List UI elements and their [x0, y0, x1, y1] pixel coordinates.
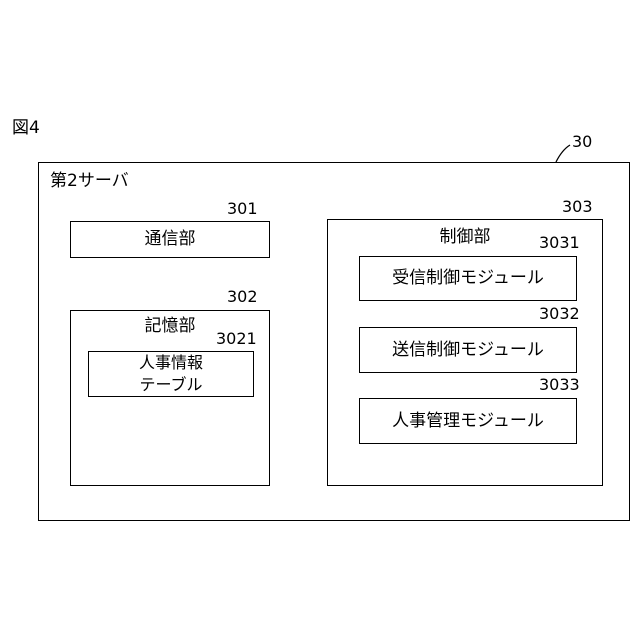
- receive-control-module-ref: 3031: [539, 235, 580, 251]
- comm-unit-ref: 301: [227, 201, 258, 217]
- leader-line-30: [556, 145, 570, 162]
- comm-unit-label: 通信部: [70, 231, 270, 248]
- personnel-management-module-ref: 3033: [539, 377, 580, 393]
- server-ref: 30: [572, 134, 592, 150]
- personnel-table-line1: 人事情報: [88, 355, 254, 371]
- send-control-module-ref: 3032: [539, 306, 580, 322]
- send-control-module-label: 送信制御モジュール: [359, 342, 577, 359]
- personnel-management-module-label: 人事管理モジュール: [359, 413, 577, 430]
- control-unit-ref: 303: [562, 199, 593, 215]
- storage-unit-ref: 302: [227, 289, 258, 305]
- server-title: 第2サーバ: [50, 173, 129, 190]
- receive-control-module-label: 受信制御モジュール: [359, 270, 577, 287]
- personnel-table-ref: 3021: [216, 331, 257, 347]
- personnel-table-line2: テーブル: [88, 377, 254, 393]
